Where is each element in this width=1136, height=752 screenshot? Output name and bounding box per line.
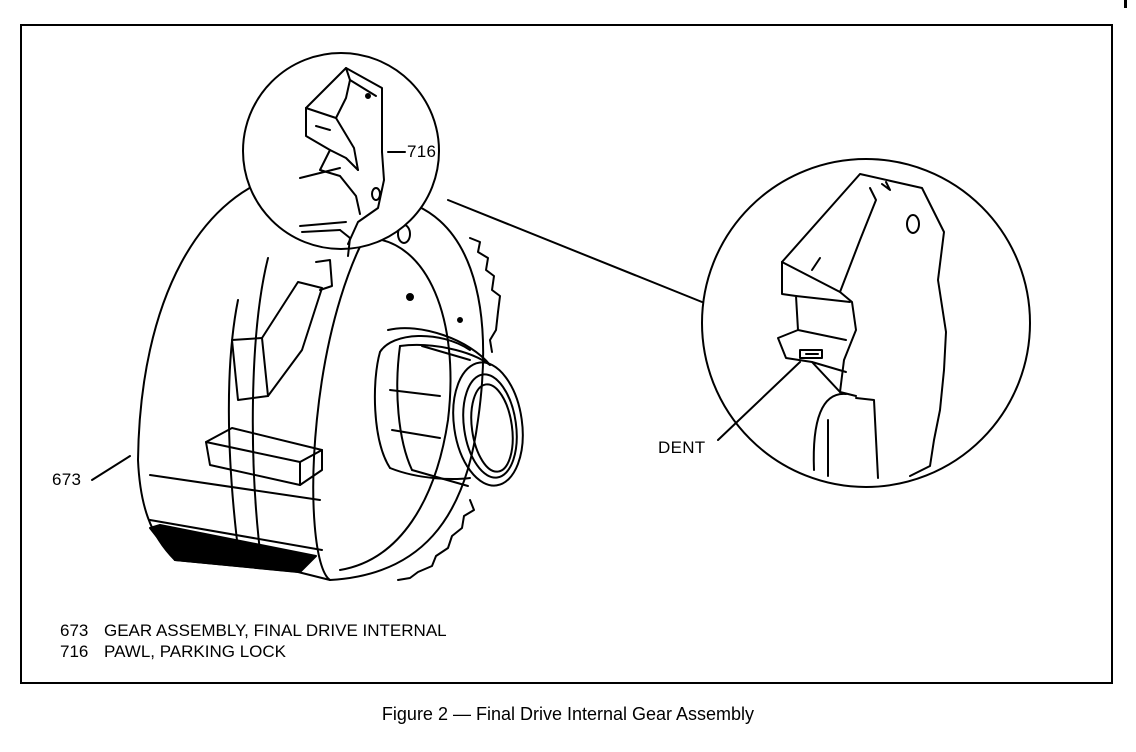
legend-number: 716 <box>60 642 89 661</box>
connector-line-top <box>447 199 703 303</box>
leader-673 <box>91 455 131 481</box>
legend-number: 673 <box>60 621 89 640</box>
callout-716: 716 <box>407 142 437 161</box>
legend-description: PAWL, PARKING LOCK <box>104 642 287 661</box>
legend-description: GEAR ASSEMBLY, FINAL DRIVE INTERNAL <box>104 621 447 640</box>
gear-assembly-673 <box>137 171 524 581</box>
dent-detail <box>701 158 1031 488</box>
callout-dent: DENT <box>658 438 706 457</box>
pawl-716-detail <box>242 52 440 291</box>
legend-row-716: 716 PAWL, PARKING LOCK <box>60 641 447 662</box>
legend-row-673: 673 GEAR ASSEMBLY, FINAL DRIVE INTERNAL <box>60 620 447 641</box>
figure-frame <box>20 24 1113 684</box>
connector-line-inner <box>299 167 341 179</box>
page-corner-mark <box>1124 0 1127 8</box>
callout-673: 673 <box>52 470 82 489</box>
parts-legend: 673 GEAR ASSEMBLY, FINAL DRIVE INTERNAL 7… <box>60 620 447 662</box>
figure-caption: Figure 2 — Final Drive Internal Gear Ass… <box>381 704 755 724</box>
leader-dent <box>717 361 801 441</box>
